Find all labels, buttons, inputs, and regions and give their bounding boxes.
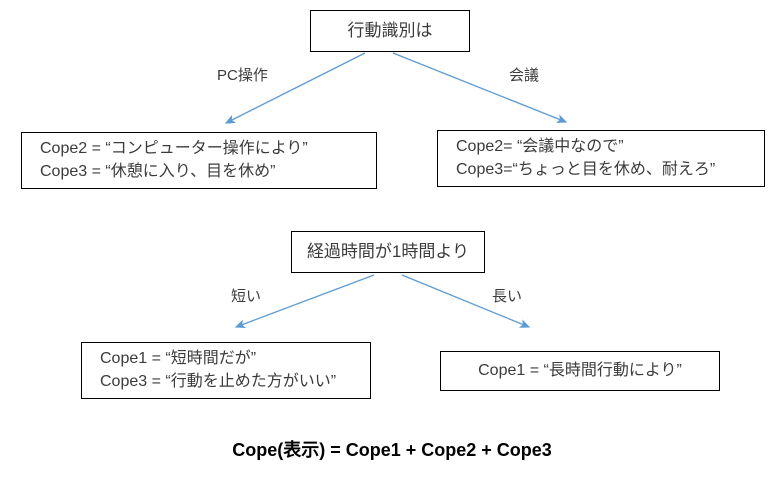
node-short-duration-result: Cope1 = “短時間だが” Cope3 = “行動を止めた方がいい” [81,342,371,399]
node-line: 経過時間が1時間より [306,242,470,262]
edge-label-short: 短い [231,288,262,305]
edge-label-long: 長い [492,288,523,305]
arrow-elapsed-to-long [401,274,531,328]
node-line: Cope3 = “休憩に入り、目を休め” [40,162,276,180]
node-pc-operation-result: Cope2 = “コンピューター操作により” Cope3 = “休憩に入り、目を… [21,132,377,189]
arrow-root-to-meeting [392,52,568,123]
node-line: 行動識別は [347,21,433,41]
node-line: Cope3=“ちょっと目を休め、耐えろ” [456,160,716,178]
node-line: Cope1 = “短時間だが” [100,350,257,368]
edge-label-pc-operation: PC操作 [217,67,268,84]
node-line: Cope2 = “コンピューター操作により” [40,140,308,158]
arrow-root-to-pc [224,52,366,124]
node-long-duration-result: Cope1 = “長時間行動により” [440,351,720,391]
edge-label-meeting: 会議 [509,67,540,84]
arrow-elapsed-to-short [234,274,375,329]
node-line: Cope1 = “長時間行動により” [478,361,682,379]
node-line: Cope2= “会議中なので” [456,138,624,156]
node-elapsed-time-condition: 経過時間が1時間より [291,231,485,273]
node-line: Cope3 = “行動を止めた方がいい” [100,372,337,390]
node-activity-recognition: 行動識別は [310,10,470,52]
summary-formula: Cope(表示) = Cope1 + Cope2 + Cope3 [232,440,552,460]
node-meeting-result: Cope2= “会議中なので” Cope3=“ちょっと目を休め、耐えろ” [437,130,765,187]
